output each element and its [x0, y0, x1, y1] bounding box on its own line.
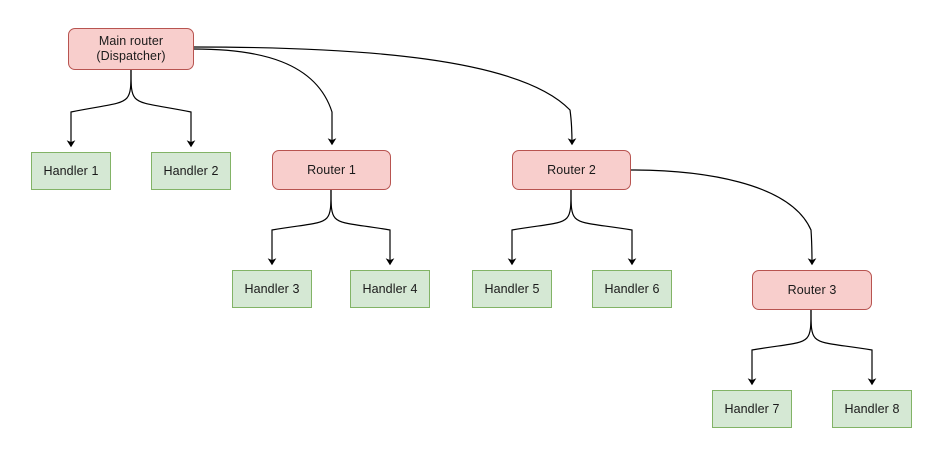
node-handler-7[interactable]: Handler 7 [712, 390, 792, 428]
edge-main-router-to-router-2 [193, 46, 577, 146]
node-label-handler-8: Handler 8 [844, 401, 900, 416]
node-handler-1[interactable]: Handler 1 [31, 152, 111, 190]
edge-main-router-to-handler-1 [66, 69, 132, 148]
node-label-handler-2: Handler 2 [163, 163, 219, 178]
node-label-router-2: Router 2 [547, 162, 596, 177]
node-label-router-1: Router 1 [307, 162, 356, 177]
node-handler-6[interactable]: Handler 6 [592, 270, 672, 308]
node-router-2[interactable]: Router 2 [512, 150, 631, 190]
edge-router-1-to-handler-3 [267, 189, 332, 266]
node-handler-5[interactable]: Handler 5 [472, 270, 552, 308]
diagram-edges [66, 46, 877, 386]
edge-router-2-to-handler-6 [570, 189, 637, 266]
edge-router-3-to-handler-8 [810, 309, 877, 386]
node-handler-3[interactable]: Handler 3 [232, 270, 312, 308]
edge-router-2-to-handler-5 [507, 189, 572, 266]
edge-router-3-to-handler-7 [747, 309, 812, 386]
node-label-handler-5: Handler 5 [484, 281, 540, 296]
node-router-1[interactable]: Router 1 [272, 150, 391, 190]
node-label-handler-6: Handler 6 [604, 281, 660, 296]
node-label-handler-1: Handler 1 [43, 163, 99, 178]
edge-main-router-to-router-1 [193, 48, 337, 146]
node-label-main-router: Main router (Dispatcher) [96, 34, 166, 63]
node-label-handler-3: Handler 3 [244, 281, 300, 296]
edge-router-1-to-handler-4 [330, 189, 395, 266]
edge-router-2-to-router-3 [630, 169, 817, 266]
edge-main-router-to-handler-2 [130, 69, 196, 148]
node-handler-8[interactable]: Handler 8 [832, 390, 912, 428]
node-label-handler-4: Handler 4 [362, 281, 418, 296]
node-main-router[interactable]: Main router (Dispatcher) [68, 28, 194, 70]
node-handler-4[interactable]: Handler 4 [350, 270, 430, 308]
node-label-handler-7: Handler 7 [724, 401, 780, 416]
node-handler-2[interactable]: Handler 2 [151, 152, 231, 190]
node-label-router-3: Router 3 [787, 282, 837, 297]
node-router-3[interactable]: Router 3 [752, 270, 872, 310]
